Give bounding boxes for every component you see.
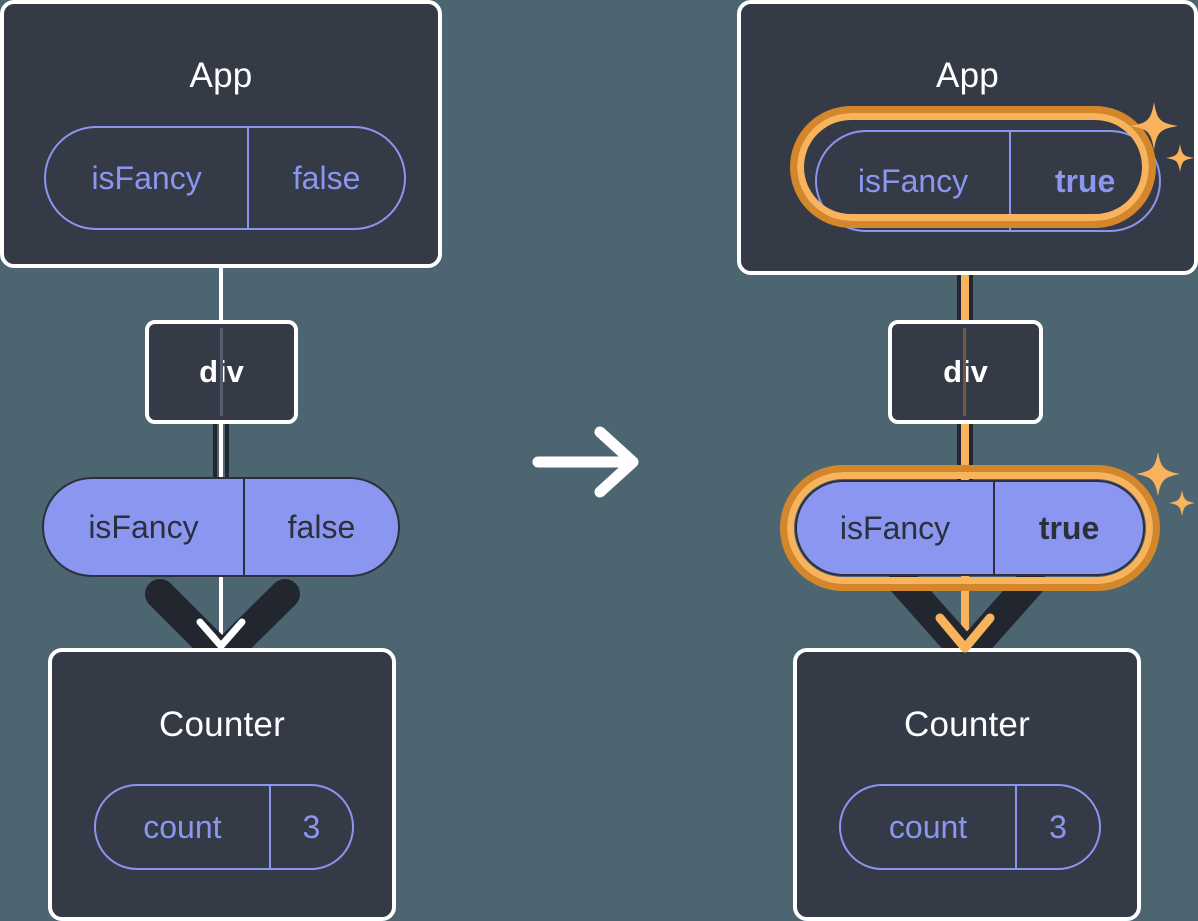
- counter-state-key-after: count: [888, 808, 968, 845]
- div-inner-thread-left: [220, 328, 223, 416]
- prop-pill-after[interactable]: isFancy true: [795, 480, 1145, 576]
- counter-state-value-before: 3: [268, 786, 352, 868]
- counter-title-before: Counter: [159, 705, 285, 744]
- app-state-value-before: false: [247, 128, 404, 228]
- wire-inner-thread-left: [219, 418, 223, 484]
- wire-prop-to-counter-after: [961, 572, 969, 638]
- sparkle-icon-app-after: [1128, 98, 1198, 182]
- counter-title-after: Counter: [904, 705, 1030, 744]
- app-state-value-after: true: [1009, 132, 1159, 230]
- counter-state-pill-after[interactable]: count 3: [839, 784, 1101, 870]
- sparkle-icon-prop-after: [1134, 448, 1198, 524]
- div-inner-thread-right: [963, 328, 966, 416]
- prop-key-after: isFancy: [839, 509, 951, 546]
- wire-app-to-div-left: [219, 262, 223, 324]
- counter-panel-after: Counter count 3: [793, 648, 1141, 921]
- transition-arrow-icon: [528, 420, 648, 504]
- app-state-key-after: isFancy: [857, 162, 969, 199]
- arrowhead-white-before: [190, 608, 252, 664]
- app-state-pill-before[interactable]: isFancy false: [44, 126, 406, 230]
- counter-state-key-before: count: [143, 808, 222, 845]
- prop-value-before: false: [242, 479, 398, 575]
- prop-key-before: isFancy: [88, 508, 199, 545]
- wire-div-to-pill-right: [957, 416, 973, 488]
- app-title-before: App: [189, 56, 253, 95]
- app-panel-after: App isFancy true: [737, 0, 1198, 275]
- prop-value-after: true: [993, 482, 1143, 574]
- counter-state-value-after: 3: [1015, 786, 1099, 868]
- prop-pill-before[interactable]: isFancy false: [42, 477, 400, 577]
- counter-state-pill-before[interactable]: count 3: [94, 784, 354, 870]
- app-panel-before: App isFancy false: [0, 0, 442, 268]
- app-state-key-before: isFancy: [91, 159, 202, 196]
- app-state-pill-after[interactable]: isFancy true: [815, 130, 1161, 232]
- app-title-after: App: [936, 56, 999, 95]
- counter-panel-before: Counter count 3: [48, 648, 396, 921]
- arrowhead-orange-after: [930, 604, 1000, 664]
- wire-prop-to-counter-before: [219, 572, 223, 640]
